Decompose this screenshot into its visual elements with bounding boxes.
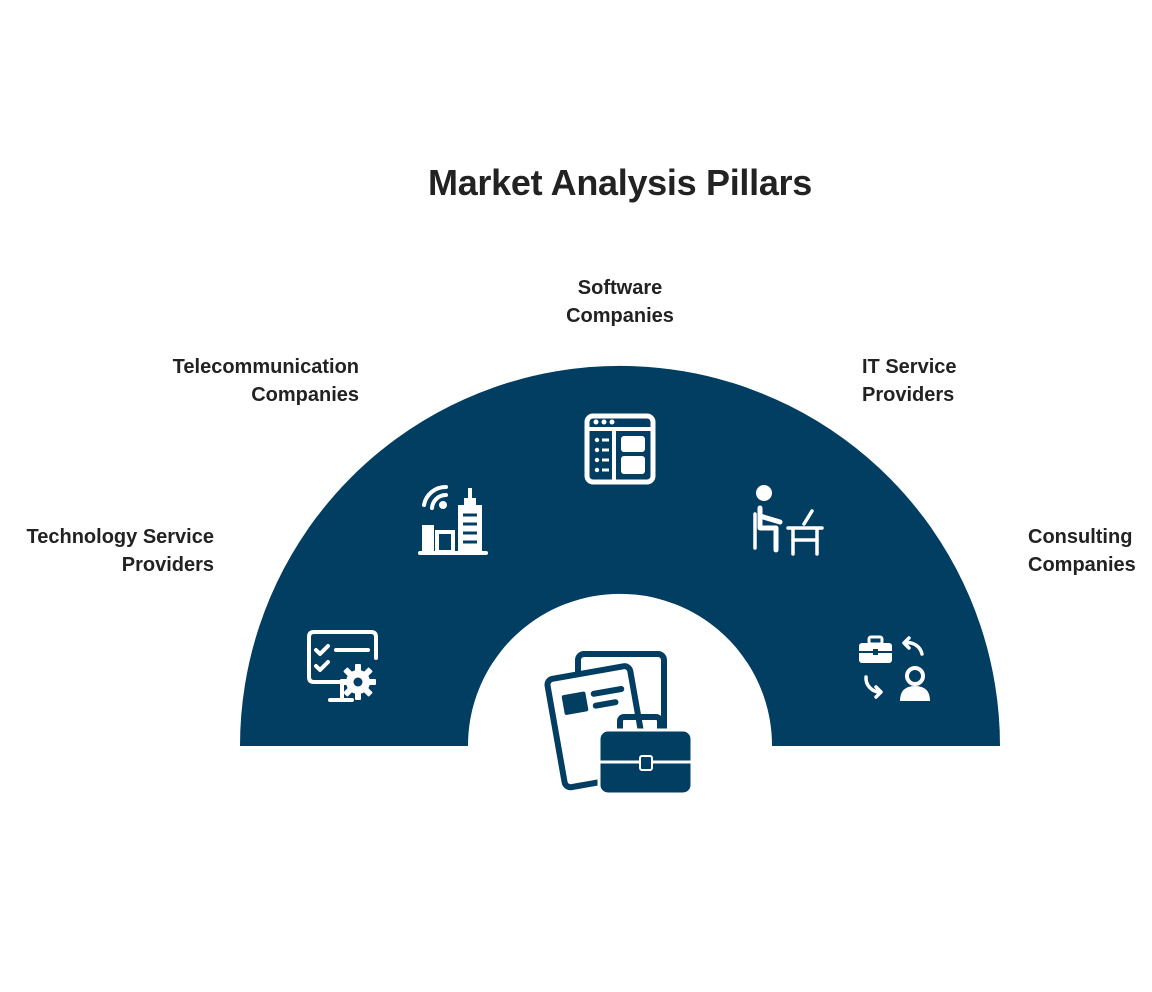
label-telecommunication-companies: Telecommunication Companies: [173, 353, 359, 409]
segment-it-service-providers: [660, 382, 932, 663]
diagram-title: Market Analysis Pillars: [428, 162, 812, 203]
signal-buildings-icon: [418, 484, 488, 555]
label-line: Software: [577, 277, 663, 299]
label-line: Companies: [566, 305, 674, 327]
app-window-icon: [584, 413, 656, 485]
label-line: Consulting: [1028, 526, 1133, 548]
label-line: Technology Service: [26, 526, 214, 548]
label-line: Providers: [862, 384, 955, 406]
label-line: Providers: [121, 554, 214, 576]
label-technology-service-providers: Technology Service Providers: [27, 523, 214, 579]
documents-briefcase-icon: [544, 651, 694, 796]
segment-consulting-companies: [738, 516, 1001, 746]
label-line: Companies: [251, 384, 359, 406]
segments-group: [239, 365, 1001, 746]
briefcase-exchange-person-icon: [859, 635, 930, 701]
label-line: Telecommunication: [172, 356, 359, 378]
label-it-service-providers: IT Service Providers: [862, 353, 957, 409]
person-at-desk-icon: [753, 485, 824, 556]
checklist-monitor-gear-icon: [307, 630, 378, 702]
label-consulting-companies: Consulting Companies: [1028, 523, 1136, 579]
label-line: IT Service: [862, 356, 957, 378]
label-line: Companies: [1028, 554, 1136, 576]
label-software-companies: Software Companies: [520, 274, 720, 330]
segment-telecommunication-companies: [308, 382, 580, 663]
